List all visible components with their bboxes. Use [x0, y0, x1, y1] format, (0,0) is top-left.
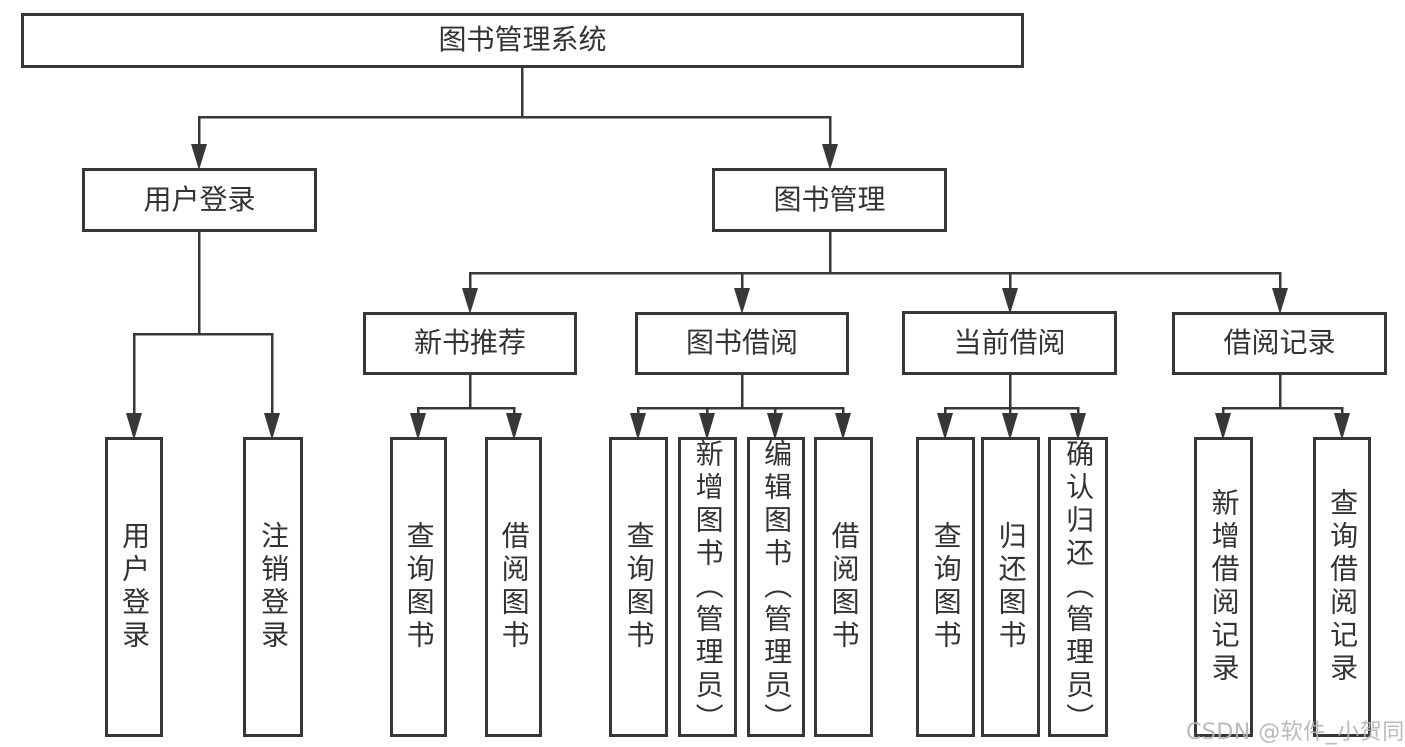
leaf-current-return-books: 归还图书 — [981, 437, 1040, 737]
connector-book-management-to-level3 — [462, 230, 1288, 314]
leaf-borrow-edit-books-admin: 编辑图书（管理员） — [747, 437, 805, 737]
connector-borrow-records-to-leaves — [1215, 373, 1350, 440]
node-new-book-recommend: 新书推荐 — [363, 312, 577, 375]
connector-current-borrow-to-leaves — [937, 373, 1086, 440]
node-user-login-label: 用户登录 — [143, 182, 256, 216]
leaf-recommend-query-books: 查询图书 — [390, 437, 447, 737]
leaf-borrow-borrow-books: 借阅图书 — [814, 437, 873, 737]
leaf-recommend-borrow-books: 借阅图书 — [485, 437, 542, 737]
connector-user-login-to-leaves — [126, 230, 280, 440]
leaf-logout: 注销登录 — [243, 437, 303, 737]
connector-root-to-level2 — [191, 66, 838, 170]
node-user-login: 用户登录 — [82, 168, 317, 232]
node-book-borrow-label: 图书借阅 — [685, 326, 798, 360]
node-borrow-records: 借阅记录 — [1172, 312, 1387, 375]
node-current-borrow-label: 当前借阅 — [953, 325, 1066, 359]
node-new-book-recommend-label: 新书推荐 — [413, 326, 526, 360]
connector-book-borrow-to-leaves — [630, 373, 851, 440]
leaf-borrow-edit-books-admin-label: 编辑图书（管理员） — [760, 438, 794, 736]
leaf-logout-label: 注销登录 — [257, 521, 291, 653]
leaf-borrow-add-books-admin: 新增图书（管理员） — [678, 437, 737, 737]
leaf-current-return-books-label: 归还图书 — [994, 521, 1028, 653]
leaf-borrow-query-books: 查询图书 — [609, 437, 668, 737]
csdn-watermark: CSDN @软件_小贺同学 — [1186, 720, 1405, 745]
leaf-current-query-books-label: 查询图书 — [929, 521, 963, 653]
node-book-management-label: 图书管理 — [773, 182, 886, 216]
leaf-user-login: 用户登录 — [105, 437, 163, 737]
leaf-recommend-borrow-books-label: 借阅图书 — [497, 521, 531, 653]
node-current-borrow: 当前借阅 — [902, 311, 1117, 375]
leaf-current-query-books: 查询图书 — [916, 437, 975, 737]
leaf-records-query-record: 查询借阅记录 — [1313, 437, 1371, 737]
leaf-borrow-query-books-label: 查询图书 — [622, 521, 656, 653]
leaf-current-confirm-return-admin-label: 确认归还（管理员） — [1062, 438, 1096, 736]
leaf-borrow-add-books-admin-label: 新增图书（管理员） — [691, 438, 725, 736]
node-book-borrow: 图书借阅 — [635, 312, 849, 375]
node-root-label: 图书管理系统 — [438, 23, 607, 57]
leaf-current-confirm-return-admin: 确认归还（管理员） — [1048, 437, 1108, 737]
leaf-user-login-label: 用户登录 — [118, 521, 152, 653]
leaf-records-add-record-label: 新增借阅记录 — [1207, 488, 1241, 686]
leaf-borrow-borrow-books-label: 借阅图书 — [827, 521, 861, 653]
connector-new-book-recommend-to-leaves — [410, 373, 522, 440]
node-borrow-records-label: 借阅记录 — [1223, 326, 1336, 360]
node-book-management: 图书管理 — [712, 168, 947, 232]
leaf-records-query-record-label: 查询借阅记录 — [1326, 488, 1360, 686]
leaf-recommend-query-books-label: 查询图书 — [402, 521, 436, 653]
node-root: 图书管理系统 — [21, 13, 1024, 68]
leaf-records-add-record: 新增借阅记录 — [1194, 437, 1253, 737]
